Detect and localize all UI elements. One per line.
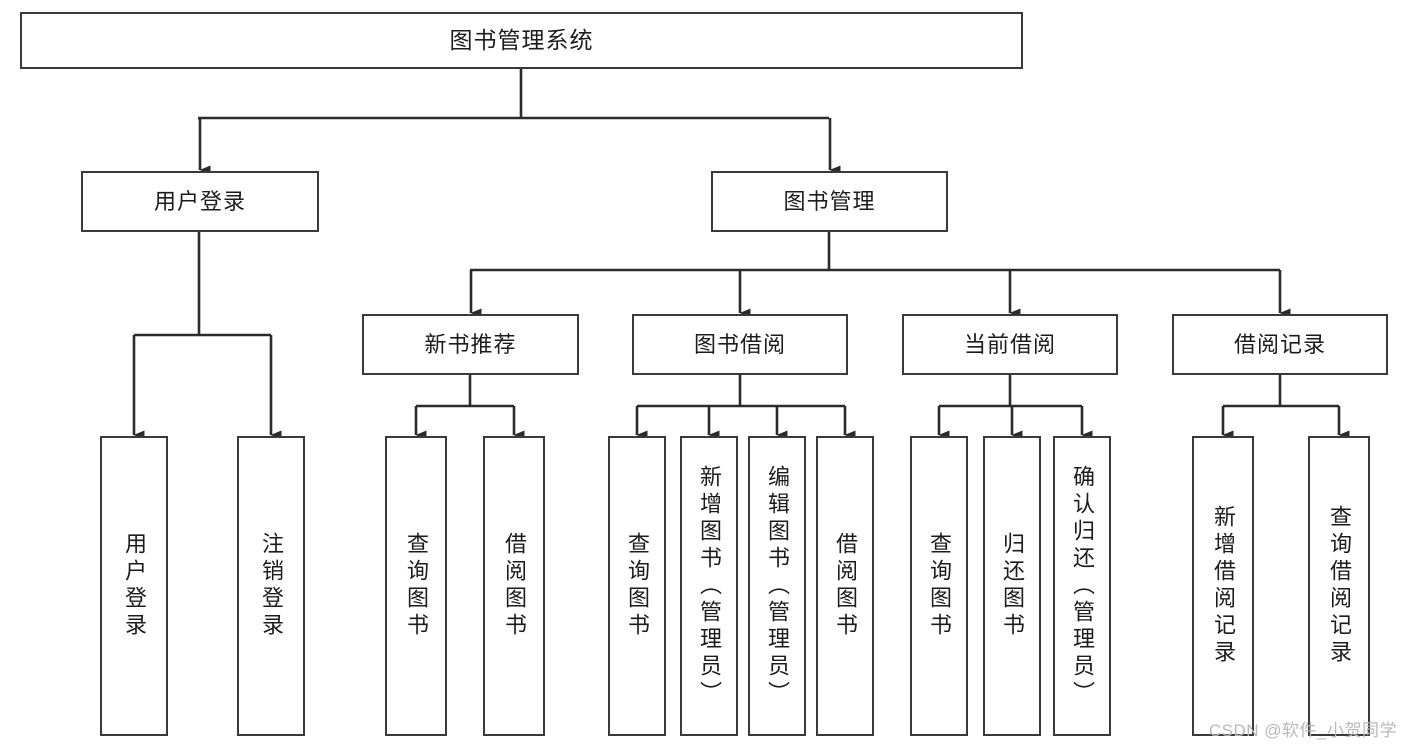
node-leaf-borrow-book-1-label: 借阅图书 — [502, 532, 527, 640]
node-leaf-query-book-2[interactable]: 查询图书 — [608, 436, 666, 736]
node-leaf-query-book-3[interactable]: 查询图书 — [910, 436, 968, 736]
connector-group — [132, 69, 1350, 440]
node-leaf-return-book-label: 归还图书 — [1000, 532, 1025, 640]
node-book-manage-label: 图书管理 — [783, 188, 876, 214]
node-root[interactable]: 图书管理系统 — [20, 12, 1023, 69]
node-leaf-query-book-2-label: 查询图书 — [625, 532, 650, 640]
node-leaf-query-book-1-label: 查询图书 — [404, 532, 429, 640]
node-leaf-add-book-admin-label: 新增图书（管理员） — [697, 464, 722, 708]
node-leaf-edit-book-admin[interactable]: 编辑图书（管理员） — [748, 436, 806, 736]
node-book-borrow[interactable]: 图书借阅 — [632, 314, 848, 375]
node-leaf-return-book[interactable]: 归还图书 — [983, 436, 1041, 736]
node-book-manage[interactable]: 图书管理 — [711, 171, 948, 232]
node-book-borrow-label: 图书借阅 — [693, 331, 786, 357]
node-new-book-recommend-label: 新书推荐 — [424, 331, 517, 357]
node-leaf-query-book-1[interactable]: 查询图书 — [385, 436, 447, 736]
node-new-book-recommend[interactable]: 新书推荐 — [362, 314, 579, 375]
node-current-borrow[interactable]: 当前借阅 — [902, 314, 1118, 375]
node-borrow-record-label: 借阅记录 — [1233, 331, 1326, 357]
node-leaf-confirm-return-admin-label: 确认归还（管理员） — [1070, 464, 1095, 708]
node-root-label: 图书管理系统 — [449, 26, 594, 53]
node-leaf-user-login-label: 用户登录 — [122, 532, 147, 640]
node-leaf-query-borrow-record-label: 查询借阅记录 — [1327, 505, 1352, 667]
node-current-borrow-label: 当前借阅 — [963, 331, 1056, 357]
node-leaf-add-book-admin[interactable]: 新增图书（管理员） — [680, 436, 738, 736]
node-user-login[interactable]: 用户登录 — [81, 171, 319, 232]
node-leaf-add-borrow-record-label: 新增借阅记录 — [1211, 505, 1236, 667]
node-leaf-borrow-book-2-label: 借阅图书 — [833, 532, 858, 640]
node-leaf-confirm-return-admin[interactable]: 确认归还（管理员） — [1053, 436, 1111, 736]
node-borrow-record[interactable]: 借阅记录 — [1172, 314, 1388, 375]
node-leaf-borrow-book-2[interactable]: 借阅图书 — [816, 436, 874, 736]
node-leaf-user-login[interactable]: 用户登录 — [100, 436, 168, 736]
node-leaf-logout-login[interactable]: 注销登录 — [237, 436, 305, 736]
node-leaf-query-borrow-record[interactable]: 查询借阅记录 — [1308, 436, 1370, 736]
node-leaf-edit-book-admin-label: 编辑图书（管理员） — [765, 464, 790, 708]
node-user-login-label: 用户登录 — [153, 188, 246, 214]
node-leaf-query-book-3-label: 查询图书 — [927, 532, 952, 640]
node-leaf-logout-login-label: 注销登录 — [259, 532, 284, 640]
node-leaf-borrow-book-1[interactable]: 借阅图书 — [483, 436, 545, 736]
node-leaf-add-borrow-record[interactable]: 新增借阅记录 — [1192, 436, 1254, 736]
